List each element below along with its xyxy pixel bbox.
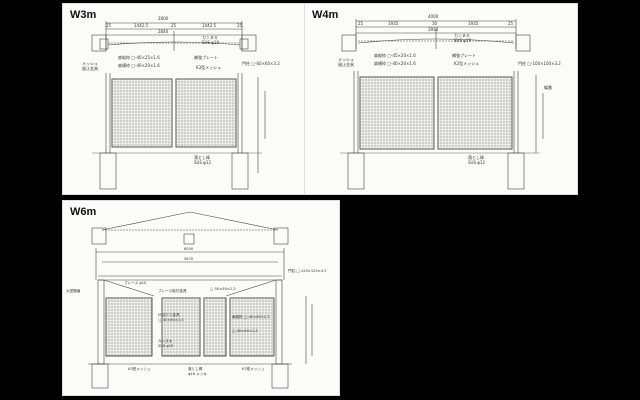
label-mesh-stop-w3: メッシュ [82, 61, 98, 66]
dim-total-w4: 4000 [428, 14, 439, 19]
label-dropbar-spec-w6: φ16 メッキ [188, 372, 207, 376]
label-door-stop-w6: 戸当たり金具 [158, 312, 180, 317]
sheet-title-w4: W4m [312, 9, 339, 21]
label-kannuki-w4: カンヌキ [454, 33, 470, 38]
label-frame-bottom-w4: 扉横枠 □-40×20×1.6 [374, 60, 416, 66]
dim-end-right-w4: 25 [508, 21, 514, 26]
label-dropbar-w3: 落とし棒 [194, 154, 210, 160]
dim-half-left-w3: 1442.5 [134, 23, 148, 28]
label-frame-v-w6: 扉縦枠 □-40×60×2.3 [232, 314, 270, 319]
label-mesh-stop2-w4: 留止金具 [338, 61, 354, 67]
label-dropbar-spec-w4: SUS φ12 [468, 160, 485, 165]
label-frame-top-w4: 扉縦枠 □-45×20×1.6 [374, 52, 416, 58]
label-post-w6: 門柱 □-125×125×4.5 [288, 268, 326, 273]
gate-drawing-w4: 4000 3930 1935 1935 30 25 25 カンヌキ SUS φ1… [338, 14, 561, 190]
label-post-w3: 門柱 □-60×60×3.2 [242, 60, 280, 66]
dim-half-left-w4: 1935 [388, 21, 399, 26]
dim-inner-w4: 3930 [428, 27, 439, 32]
label-mesh-k3-w3: K3型メッシュ [196, 64, 221, 70]
label-kannuki-spec-w6: SUS φ19 [158, 344, 174, 348]
dim-total-w3: 2800 [158, 16, 169, 21]
label-brace-w6: ブレース φ10 [124, 280, 147, 285]
label-reinforce-w4: 補強プレート [452, 52, 476, 58]
label-kannuki-w6: カンヌキ [158, 338, 173, 343]
label-frame-top-w3: 扉縦枠 □-40×25×1.6 [118, 54, 160, 60]
drawing-sheet-w6: W6m [62, 200, 340, 396]
label-kannuki-spec-w4: SUS φ19 [454, 38, 471, 43]
gate-drawing-w6: 6000 5870 ブレース φ10 ブレース取付金具 門柱 □-125×125… [66, 211, 326, 389]
label-reinforce-w3: 補強プレート [194, 54, 218, 60]
dim-inner-w6: 5870 [184, 257, 194, 261]
label-door-stop2-w6: □-40×60×2.3 [158, 318, 184, 322]
dim-inner-w3: 2840 [158, 29, 169, 34]
label-dropbar-w4: 落とし棒 [468, 154, 484, 160]
drawing-sheet-w4: W4m 4000 [304, 3, 578, 195]
label-hinge-w4: 蝶番 [544, 84, 552, 90]
label-dropbar-w6: 落とし棒 [188, 366, 203, 371]
dim-end-right-w3: 25 [237, 23, 243, 28]
sheet-title-w6: W6m [70, 206, 97, 218]
label-mesh-k3-w6: K3型メッシュ [128, 366, 151, 371]
dim-mid-w4: 30 [432, 21, 438, 26]
label-mesh-k2-w4: K2型メッシュ [454, 60, 479, 66]
drawing-sheet-w3: W3m [62, 3, 320, 195]
label-dropbar-spec-w3: SUS φ12 [194, 160, 211, 165]
label-brace2-w6: ブレース取付金具 [158, 288, 187, 293]
label-post-w4: 門柱 □-100×100×3.2 [518, 60, 561, 66]
dim-half-right-w4: 1935 [468, 21, 479, 26]
label-kannuki-w3: カンヌキ [202, 35, 218, 40]
label-mesh-k3b-w6: K3型メッシュ [242, 366, 265, 371]
label-kannuki-spec-w3: SUS φ19 [202, 40, 219, 45]
label-big-hinge-w6: 大型蝶番 [66, 288, 81, 293]
dim-mid-w3: 25 [171, 23, 177, 28]
label-frame-w6: □-50×50×2.3 [210, 287, 236, 291]
dim-half-right-w3: 1442.5 [202, 23, 216, 28]
label-frame-h-w6: □-40×60×2.3 [232, 329, 258, 333]
label-mesh-stop2-w3: 留止金具 [82, 65, 98, 71]
dim-end-left-w4: 25 [358, 21, 364, 26]
gate-drawing-w3: 2800 2840 1442.5 1442.5 25 25 25 カンヌキ SU… [82, 16, 280, 190]
label-frame-bottom-w3: 扉横枠 □-40×20×1.6 [118, 62, 160, 68]
dim-end-left-w3: 25 [106, 23, 112, 28]
dim-total-w6: 6000 [184, 247, 194, 251]
sheet-title-w3: W3m [70, 9, 97, 21]
label-mesh-stop-w4: メッシュ [338, 57, 354, 62]
